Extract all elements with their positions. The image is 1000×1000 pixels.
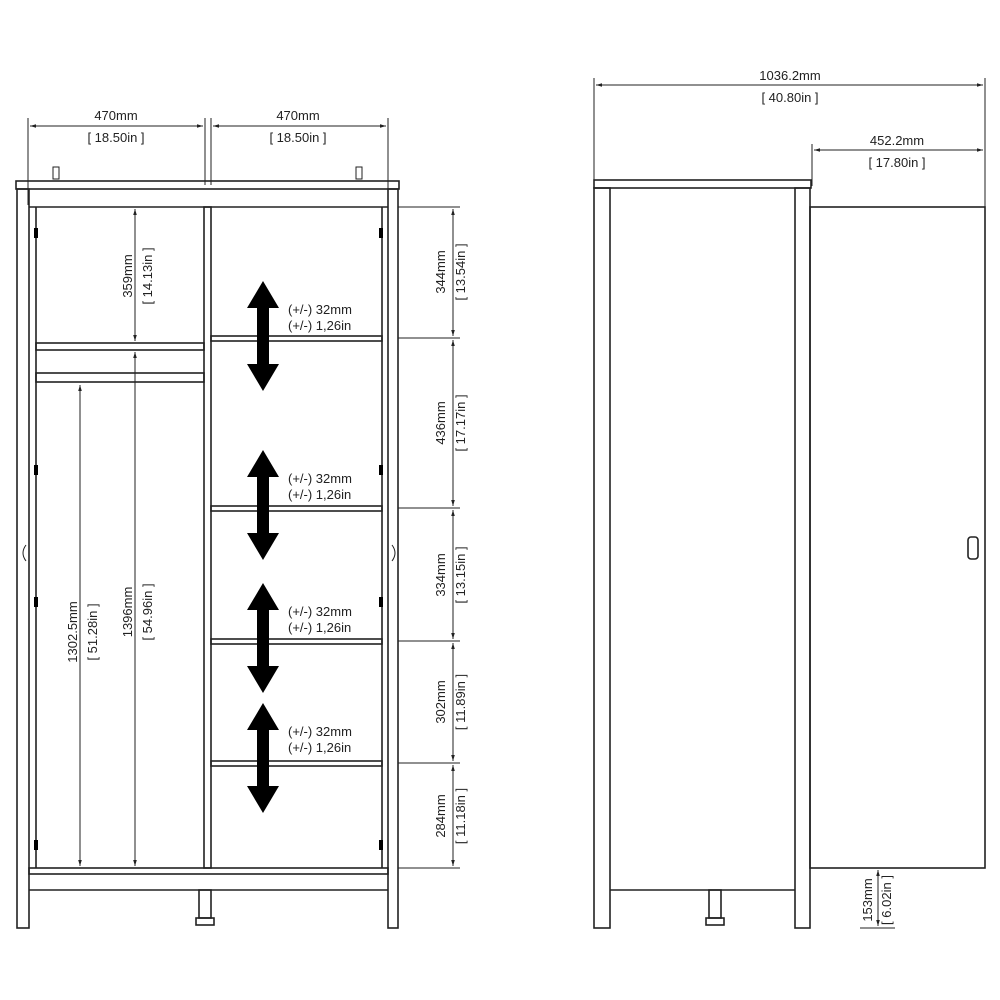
dimension-label: [ 13.54in ] <box>453 243 468 300</box>
dimension-label: 359mm <box>120 254 135 297</box>
wardrobe-carcass <box>15 180 400 929</box>
open-door <box>809 206 986 869</box>
shelf <box>210 638 383 645</box>
dimension-label: [ 14.13in ] <box>140 247 155 304</box>
dimension-label: [ 11.89in ] <box>453 674 468 730</box>
dimension-label: [ 11.18in ] <box>453 788 468 844</box>
handle-icon <box>967 536 979 560</box>
adjustment-label: (+/-) 32mm <box>288 604 352 619</box>
width-dimension-left: 470mm [ 18.50in ] <box>27 108 206 205</box>
left-compartment: 359mm [ 14.13in ] 1396mm [ 54.96in ] 130… <box>35 209 205 866</box>
double-arrow-icon <box>247 583 279 693</box>
dimension-label: 344mm <box>433 250 448 293</box>
shelf-adjustment-3: (+/-) 32mm (+/-) 1,26in <box>247 703 352 813</box>
door-width-dimension: 452.2mm [ 17.80in ] <box>811 133 983 186</box>
front-view: 470mm [ 18.50in ] 470mm [ 18.50in ] <box>15 108 468 929</box>
shelf <box>35 342 205 351</box>
dimension-label: [ 40.80in ] <box>761 90 818 105</box>
adjustment-label: (+/-) 32mm <box>288 302 352 317</box>
wall-bracket <box>52 166 60 180</box>
side-carcass <box>593 179 812 929</box>
dimension-label: 1302.5mm <box>65 601 80 662</box>
shelf-adjustment-2: (+/-) 32mm (+/-) 1,26in <box>247 583 352 693</box>
adjustment-label: (+/-) 1,26in <box>288 487 351 502</box>
shelf <box>210 335 383 342</box>
double-arrow-icon <box>247 703 279 813</box>
adjustment-label: (+/-) 32mm <box>288 471 352 486</box>
dimension-label: [ 18.50in ] <box>87 130 144 145</box>
dimension-label: 153mm <box>860 878 875 921</box>
dimension-label: 334mm <box>433 553 448 596</box>
dimension-label: 470mm <box>94 108 137 123</box>
dimension-label: [ 13.15in ] <box>453 546 468 603</box>
double-arrow-icon <box>247 281 279 391</box>
right-compartment <box>210 206 460 869</box>
right-compartment-dimensions: 344mm [ 13.54in ] 436mm [ 17.17in ] 334m… <box>433 209 468 866</box>
side-view: 1036.2mm [ 40.80in ] 452.2mm [ 17.80in ]… <box>593 68 986 929</box>
wall-bracket <box>355 166 363 180</box>
dimension-label: [ 17.17in ] <box>453 394 468 451</box>
dimension-label: 284mm <box>433 794 448 837</box>
dimension-label: 436mm <box>433 401 448 444</box>
dimension-label: 470mm <box>276 108 319 123</box>
hanging-rail <box>35 372 205 383</box>
dimension-label: 1036.2mm <box>759 68 820 83</box>
shelf-adjustment-0: (+/-) 32mm (+/-) 1,26in <box>247 281 352 391</box>
shelf-adjustment-1: (+/-) 32mm (+/-) 1,26in <box>247 450 352 560</box>
leg-height-dimension: 153mm [ 6.02in ] <box>860 867 895 929</box>
dimension-label: 1396mm <box>120 587 135 638</box>
shelf <box>210 760 383 767</box>
adjustment-label: (+/-) 32mm <box>288 724 352 739</box>
dimension-label: 302mm <box>433 680 448 723</box>
shelf <box>210 505 383 512</box>
dimension-label: [ 51.28in ] <box>85 603 100 660</box>
dimension-label: [ 6.02in ] <box>879 875 894 925</box>
adjustment-label: (+/-) 1,26in <box>288 318 351 333</box>
dimension-label: [ 54.96in ] <box>140 583 155 640</box>
adjustment-label: (+/-) 1,26in <box>288 620 351 635</box>
width-dimension-right: 470mm [ 18.50in ] <box>210 108 389 205</box>
depth-dimension: 1036.2mm [ 40.80in ] <box>593 68 986 210</box>
dimension-label: [ 17.80in ] <box>868 155 925 170</box>
adjustment-label: (+/-) 1,26in <box>288 740 351 755</box>
dimension-label: 452.2mm <box>870 133 924 148</box>
dimension-label: [ 18.50in ] <box>269 130 326 145</box>
double-arrow-icon <box>247 450 279 560</box>
